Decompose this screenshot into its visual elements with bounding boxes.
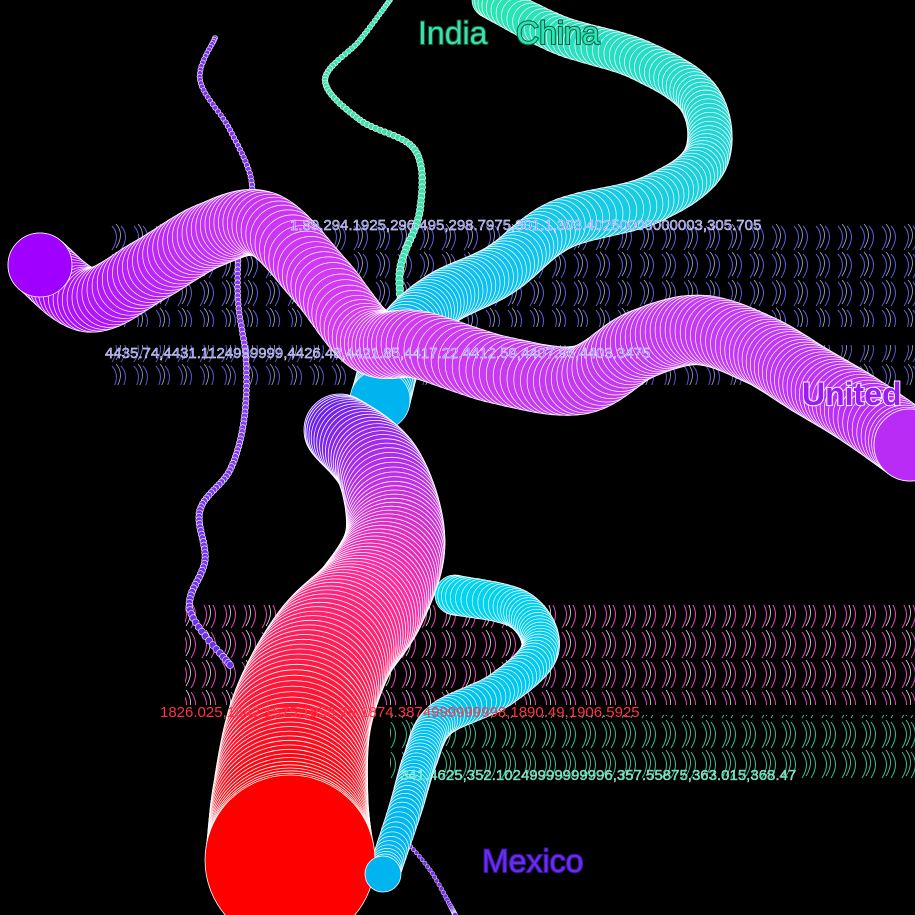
purple-tail-trail-bubble xyxy=(422,860,428,866)
purple-tail-trail-bubble xyxy=(425,864,430,870)
purple-tail-trail-bubble xyxy=(452,912,458,915)
number-strip-top: 1.89,294.1925,296.495,298.7975,301.1,303… xyxy=(290,217,761,234)
purple-tail-trail-bubble xyxy=(411,847,416,852)
purple-tail-trail-bubble xyxy=(416,853,422,859)
number-strip-lower: 1826.025,1842.1575,1858.29,1874.38749999… xyxy=(160,704,640,721)
number-strip-bottom-band xyxy=(390,715,915,780)
trails-layer xyxy=(7,0,915,915)
country-label-united: United xyxy=(802,376,902,412)
purple-tail-trail-bubble xyxy=(419,857,425,863)
number-strip-middle: 4435.74,4431.1124999999,4426.48,4421.85,… xyxy=(105,345,650,362)
united-end-cap xyxy=(7,232,73,298)
country-label-china: China xyxy=(516,15,600,51)
purple-tail-trail-bubble xyxy=(429,870,435,876)
purple-tail-trail-bubble xyxy=(434,878,440,884)
number-strip-bottom: 341.4625,352.10249999999996,357.55875,36… xyxy=(400,767,796,784)
country-label-india: India xyxy=(418,15,488,51)
purple-tail-trail-bubble xyxy=(432,874,438,880)
country-label-mexico: Mexico xyxy=(482,843,583,879)
purple-tail-trail-bubble xyxy=(427,867,433,873)
purple-tail-trail-bubble xyxy=(436,882,442,888)
united-head-cap xyxy=(873,408,915,482)
mexico-head-cap xyxy=(364,855,402,893)
purple-thin-trail-bubble xyxy=(226,661,234,669)
purple-tail-trail-bubble xyxy=(413,850,419,856)
